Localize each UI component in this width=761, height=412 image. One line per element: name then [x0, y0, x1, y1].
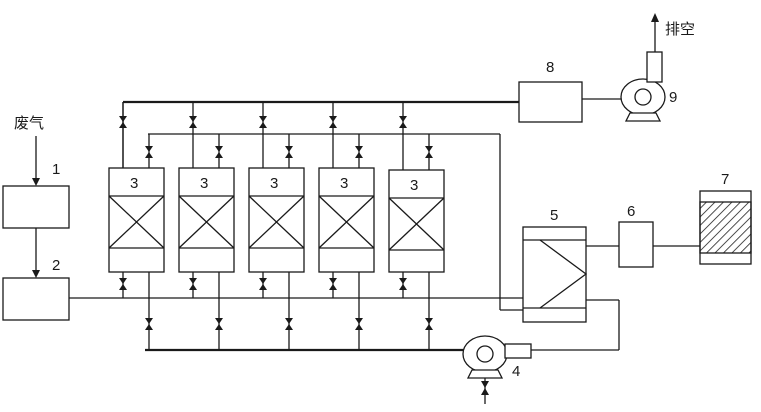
- adsorber-shell: [248, 167, 305, 273]
- unit-6: [618, 221, 654, 268]
- unit-2: [2, 277, 70, 321]
- adsorber-label: 3: [340, 175, 348, 192]
- feed-valve: [259, 278, 267, 290]
- feed-valve: [119, 278, 127, 290]
- adsorber-shell: [178, 167, 235, 273]
- top-exhaust-header: [122, 100, 519, 168]
- adsorber-unit: 3: [318, 102, 375, 350]
- fan-9-label: 9: [669, 89, 677, 106]
- feed-valve: [329, 278, 337, 290]
- top-exhaust-valve: [399, 116, 407, 128]
- unit-2-label: 2: [52, 257, 60, 274]
- inlet-label: 废气: [14, 114, 44, 132]
- regeneration-valve: [285, 146, 293, 158]
- fan-4-inlet-valve: [481, 381, 489, 395]
- bottom-valve: [145, 318, 153, 330]
- inlet-arrow: [32, 136, 40, 186]
- fan-4: [462, 335, 532, 379]
- top-exhaust-valve: [259, 116, 267, 128]
- unit-6-label: 6: [627, 203, 635, 220]
- unit-7: [699, 190, 752, 265]
- adsorber-shell: [108, 167, 165, 273]
- regeneration-valve: [425, 146, 433, 158]
- adsorber-bank: 3 3 3 3 3: [108, 102, 445, 350]
- vent-arrow: [651, 13, 659, 52]
- regeneration-header: [148, 133, 523, 311]
- vent-label: 排空: [665, 20, 695, 38]
- unit-1: [2, 185, 70, 229]
- unit-8: [518, 81, 583, 123]
- adsorber-unit: 3: [178, 102, 235, 350]
- heat-exchanger-5-label: 5: [550, 207, 558, 224]
- unit-1-label: 1: [52, 161, 60, 178]
- adsorber-unit: 3: [388, 102, 445, 350]
- adsorber-shell: [318, 167, 375, 273]
- bottom-valve: [215, 318, 223, 330]
- adsorber-unit: 3: [108, 102, 165, 350]
- bottom-valve: [355, 318, 363, 330]
- adsorber-label: 3: [410, 177, 418, 194]
- bottom-valve: [425, 318, 433, 330]
- bottom-valve: [285, 318, 293, 330]
- feed-valve: [399, 278, 407, 290]
- fan-4-outlet-pipe: [531, 299, 620, 351]
- adsorber-unit: 3: [248, 102, 305, 350]
- top-exhaust-valve: [189, 116, 197, 128]
- adsorber-shell: [388, 169, 445, 273]
- unit-7-label: 7: [721, 171, 729, 188]
- regeneration-valve: [145, 146, 153, 158]
- regeneration-valve: [355, 146, 363, 158]
- unit-1-to-2-arrow: [32, 228, 40, 278]
- adsorber-label: 3: [270, 175, 278, 192]
- heat-exchanger-5: [522, 226, 588, 323]
- adsorber-label: 3: [200, 175, 208, 192]
- feed-valve: [189, 278, 197, 290]
- adsorber-label: 3: [130, 175, 138, 192]
- unit-8-label: 8: [546, 59, 554, 76]
- regeneration-valve: [215, 146, 223, 158]
- fan-9: [620, 51, 666, 122]
- top-exhaust-valve: [119, 116, 127, 128]
- top-exhaust-valve: [329, 116, 337, 128]
- fan-4-label: 4: [512, 363, 520, 380]
